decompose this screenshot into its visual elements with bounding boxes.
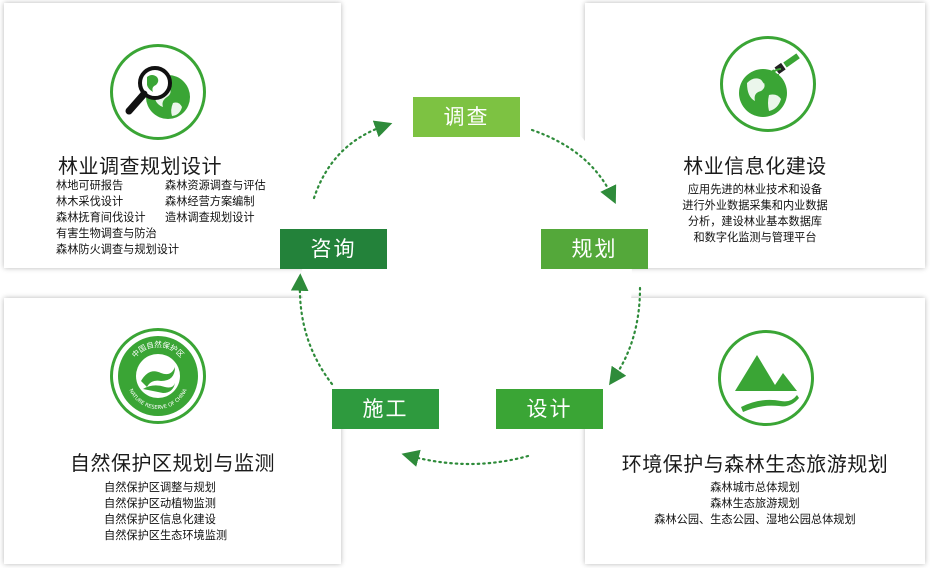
step-construction: 施工 [332,389,439,429]
forestry-informatization-title: 林业信息化建设 [683,154,827,178]
step-survey: 调查 [413,97,520,137]
list-item: 分析，建设林业基本数据库 [687,215,823,228]
list-item: 森林防火调查与规划设计 [56,243,180,256]
arrow-survey-to-planning [530,128,617,204]
nature-reserve-title: 自然保护区规划与监测 [70,451,275,475]
list-item: 林木采伐设计 [56,195,124,208]
list-item: 进行外业数据采集和内业数据 [682,199,828,212]
forestry-planning-title: 林业调查规划设计 [58,154,222,178]
list-item: 森林经营方案编制 [165,195,255,208]
list-item: 森林公园、生态公园、湿地公园总体规划 [654,513,856,526]
list-item: 自然保护区调整与规划 [104,481,216,494]
eco-tourism-title: 环境保护与森林生态旅游规划 [621,452,889,476]
step-design: 设计 [496,389,603,429]
step-consulting: 咨询 [280,229,387,269]
arrow-consulting-to-survey [312,120,393,200]
list-item: 森林生态旅游规划 [710,497,800,510]
nature-reserve-logo: 中国自然保护区 NATURE RESERVE OF CHINA [110,328,206,424]
list-item: 自然保护区动植物监测 [104,497,216,510]
list-item: 有害生物调查与防治 [56,227,157,240]
list-item: 应用先进的林业技术和设备 [687,183,823,196]
list-item: 林地可研报告 [56,179,124,192]
list-item: 自然保护区信息化建设 [104,513,216,526]
list-item: 造林调查规划设计 [165,211,255,224]
list-item: 森林城市总体规划 [710,481,800,494]
arrow-design-to-construction [401,449,530,467]
list-item: 森林抚育间伐设计 [56,211,146,224]
arrow-planning-to-design [609,286,642,386]
step-planning: 规划 [541,229,648,269]
list-item: 森林资源调查与评估 [165,179,266,192]
arrow-construction-to-consulting [290,273,334,386]
magnifier-globe-icon [110,44,206,140]
list-item: 和数字化监测与管理平台 [693,231,817,244]
list-item: 自然保护区生态环境监测 [104,529,228,542]
mountain-river-icon [718,330,814,426]
satellite-globe-icon [720,36,816,132]
